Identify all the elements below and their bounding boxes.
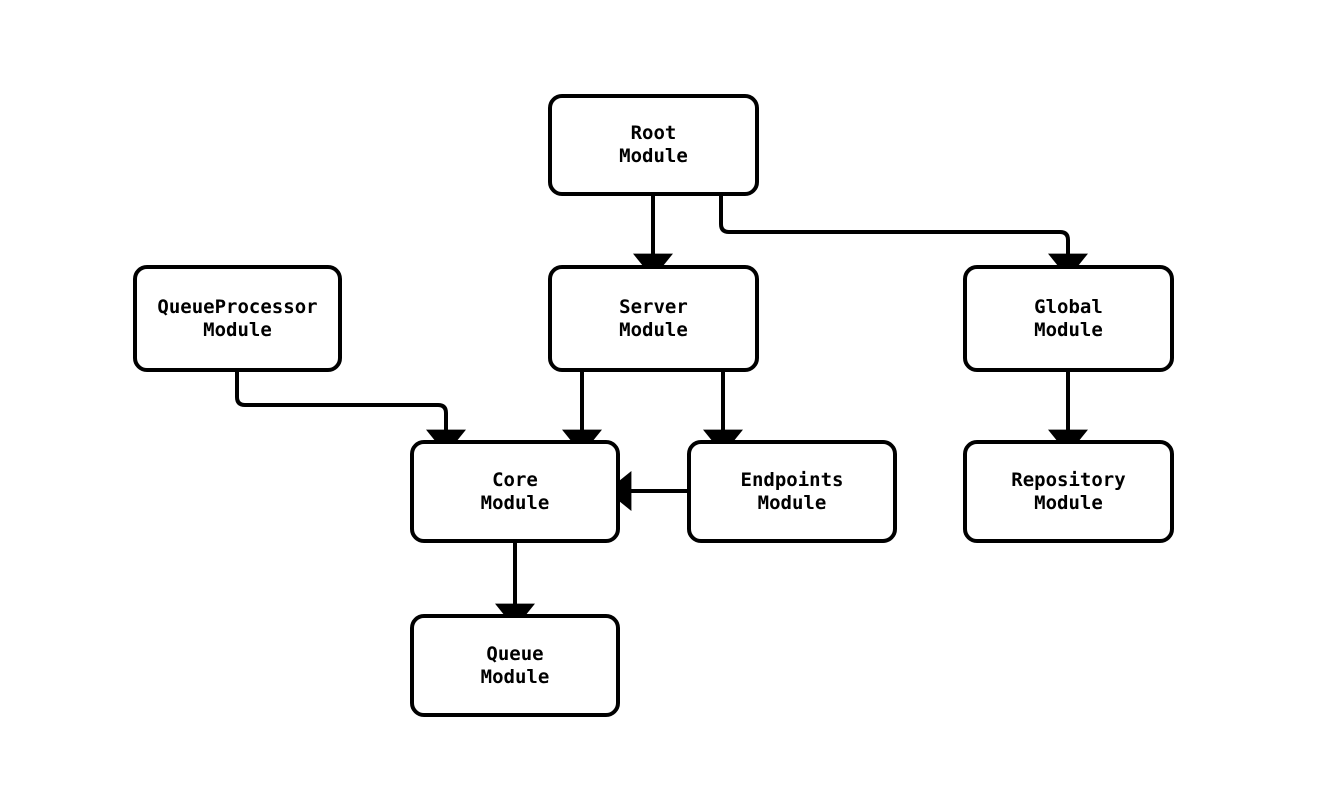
node-queue-module[interactable]: Queue Module [410, 614, 620, 717]
node-root-module-label: Root Module [619, 122, 688, 167]
node-queueprocessor-module[interactable]: QueueProcessor Module [133, 265, 342, 372]
node-core-module[interactable]: Core Module [410, 440, 620, 543]
edge-queueprocessor-to-core [235, 372, 466, 455]
node-global-module-label: Global Module [1034, 295, 1103, 341]
node-endpoints-module-label: Endpoints Module [740, 468, 844, 514]
node-global-module[interactable]: Global Module [963, 265, 1174, 372]
node-repository-module[interactable]: Repository Module [963, 440, 1174, 543]
node-repository-module-label: Repository Module [1011, 468, 1126, 514]
node-queueprocessor-module-label: QueueProcessor Module [157, 295, 318, 341]
node-queue-module-label: Queue Module [480, 642, 550, 688]
node-core-module-label: Core Module [480, 468, 550, 514]
node-server-module[interactable]: Server Module [548, 265, 759, 372]
node-server-module-label: Server Module [619, 295, 688, 341]
node-root-module[interactable]: Root Module [548, 94, 759, 196]
edge-root-to-global [719, 196, 1088, 279]
node-endpoints-module[interactable]: Endpoints Module [687, 440, 897, 543]
